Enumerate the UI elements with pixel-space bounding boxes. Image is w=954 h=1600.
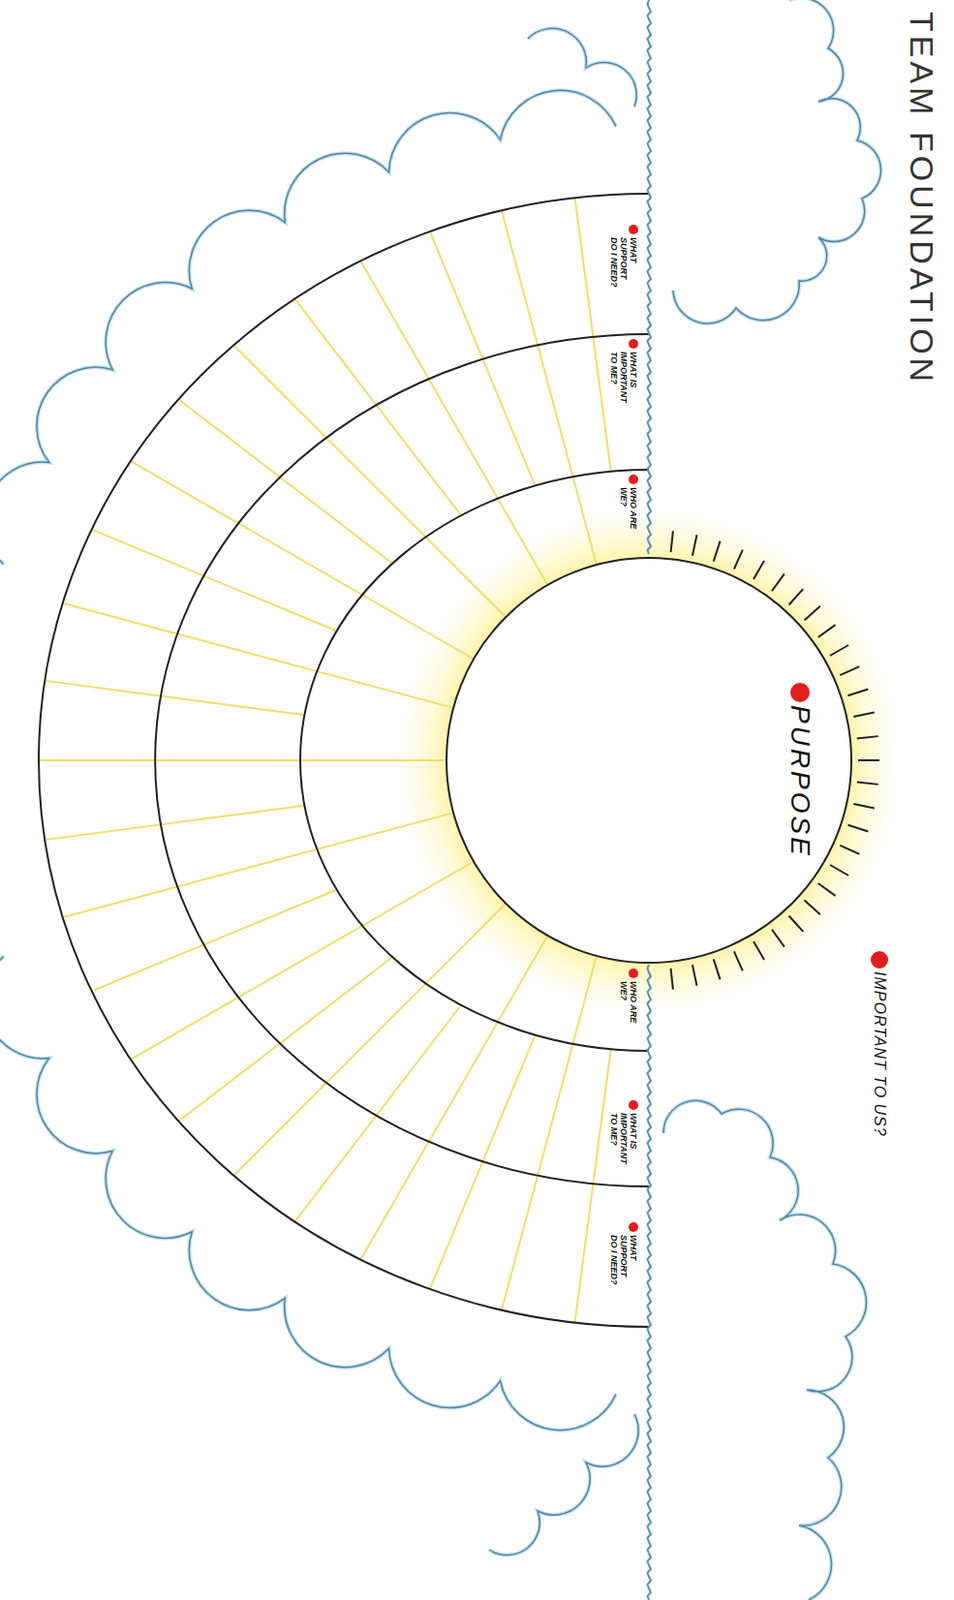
red-dot xyxy=(790,682,810,703)
sun-circle: PURPOSE xyxy=(445,556,853,964)
red-dot xyxy=(628,1222,639,1232)
label-text: WHO ARE WE? xyxy=(618,487,639,542)
red-dot xyxy=(628,338,639,349)
band-label: WHAT IS IMPORTANT TO ME? xyxy=(609,1100,639,1168)
band-label: WHO ARE WE? xyxy=(618,474,639,542)
label-text: WHAT IS IMPORTANT TO ME? xyxy=(609,1112,639,1168)
red-dot xyxy=(870,951,889,969)
question-label: IMPORTANT TO US? xyxy=(870,951,889,1138)
label-text: WHO ARE WE? xyxy=(618,981,639,1036)
label-text: WHAT SUPPORT DO I NEED? xyxy=(609,1234,639,1290)
red-dot xyxy=(628,1100,639,1110)
band-label: WHO ARE WE? xyxy=(618,968,639,1036)
red-dot xyxy=(628,968,639,979)
label-text: WHAT IS IMPORTANT TO ME? xyxy=(609,351,639,406)
red-dot xyxy=(628,224,639,235)
purpose-heading: PURPOSE xyxy=(784,682,816,859)
band-label: WHAT SUPPORT DO I NEED? xyxy=(609,224,639,292)
band-label: WHAT SUPPORT DO I NEED? xyxy=(609,1222,639,1290)
node-text: PURPOSE xyxy=(784,705,816,859)
poster-title: TEAM FOUNDATION xyxy=(902,11,941,386)
label-text: IMPORTANT TO US? xyxy=(870,971,889,1138)
red-dot xyxy=(628,474,639,485)
label-text: WHAT SUPPORT DO I NEED? xyxy=(609,237,639,292)
band-label: WHAT IS IMPORTANT TO ME? xyxy=(609,338,639,406)
